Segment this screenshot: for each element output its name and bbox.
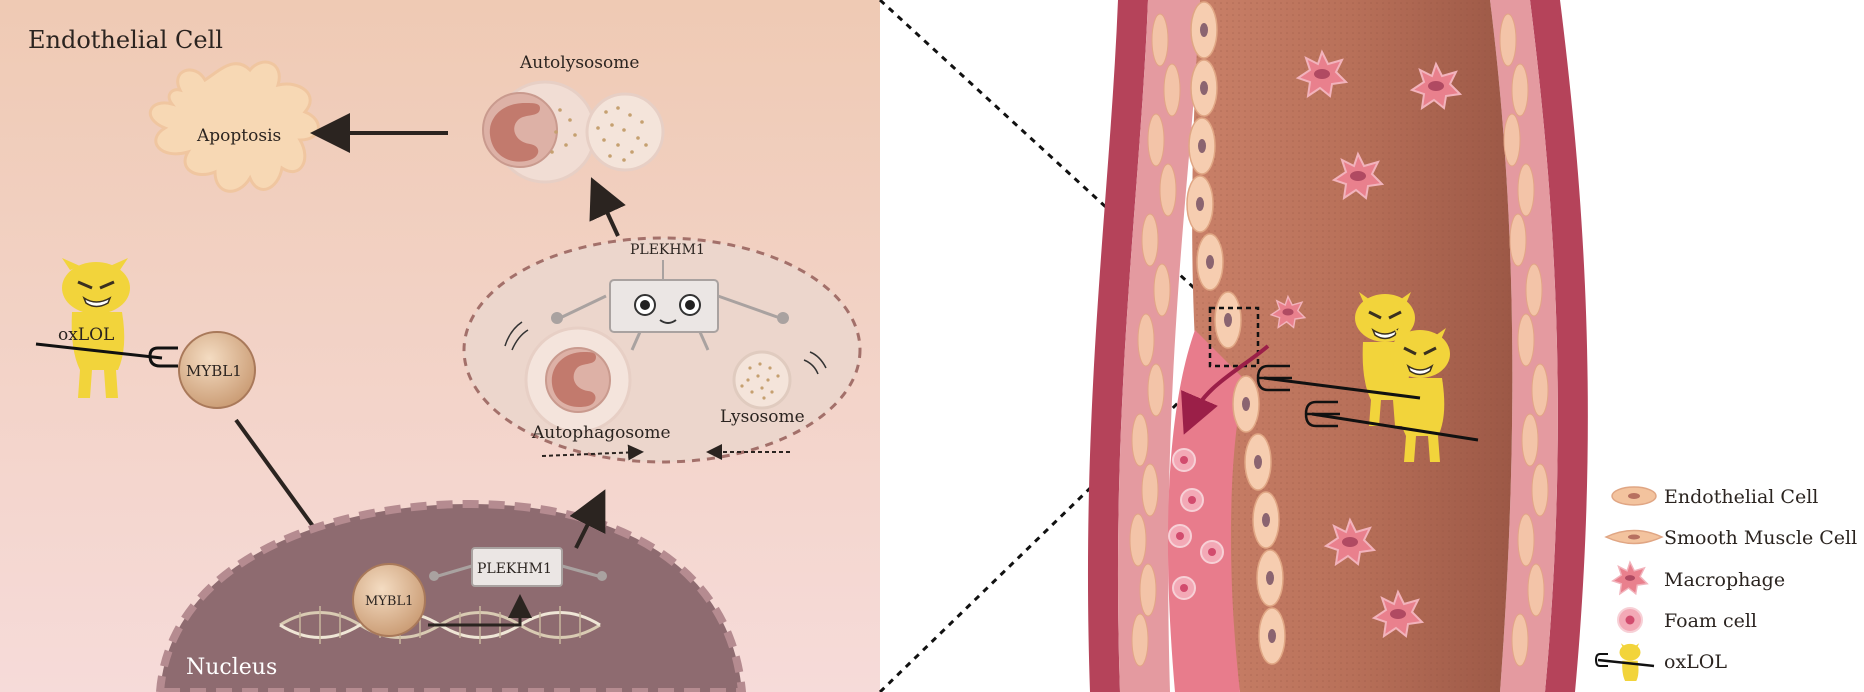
motion-mark-right <box>803 351 827 375</box>
vessel-outer-wall-right <box>1530 0 1588 692</box>
transcription-arrow <box>428 594 532 627</box>
oxlol-devil-icon <box>62 258 130 398</box>
dashed-arrow-autophagosome <box>541 444 644 461</box>
lysosome-icon <box>732 350 792 410</box>
arrow-to-autolysosome <box>589 177 626 237</box>
mybl1-cytoplasm-label: MYBL1 <box>186 362 242 380</box>
macrophages <box>1269 49 1463 639</box>
apoptosis-cell-icon <box>148 60 320 193</box>
legend-item-macrophage: Macrophage <box>1611 560 1785 596</box>
zoom-indicator-lines <box>878 0 1218 692</box>
blood-vessel-panel <box>1087 0 1588 692</box>
mybl1-nucleus-node <box>352 563 426 637</box>
endothelial-cell-panel: Endothelial Cell Apoptosis Autolysosome <box>0 0 880 692</box>
legend-label-oxlol: oxLOL <box>1664 651 1727 673</box>
oxlol-devil-icon <box>1619 643 1641 681</box>
legend-item-endothelial: Endothelial Cell <box>1611 486 1818 508</box>
legend-label-macrophage: Macrophage <box>1664 569 1785 591</box>
motion-mark-left <box>504 321 529 351</box>
oxlol-devils-vessel <box>1256 292 1479 462</box>
infiltration-arrow <box>1181 344 1270 435</box>
autophagosome-label: Autophagosome <box>531 423 671 443</box>
cell-title: Endothelial Cell <box>28 26 223 54</box>
nucleus-label: Nucleus <box>186 655 277 680</box>
autolysosome-label: Autolysosome <box>519 53 639 73</box>
autolysosome-icon <box>482 80 665 184</box>
smooth-muscle-cells-right <box>1499 13 1549 667</box>
endothelial-lining-left <box>1186 1 1286 665</box>
arrow-to-autophagy <box>569 489 606 549</box>
nucleus-shape <box>155 499 747 692</box>
legend-label-smooth-muscle: Smooth Muscle Cell <box>1664 527 1857 549</box>
zoom-box <box>1208 306 1260 368</box>
legend-item-oxlol: oxLOL <box>1594 643 1727 681</box>
legend-label-endothelial: Endothelial Cell <box>1664 486 1818 508</box>
plekhm1-label-top: PLEKHM1 <box>630 242 705 258</box>
apoptosis-label: Apoptosis <box>196 126 281 146</box>
legend: Endothelial Cell Smooth Muscle Cell Macr… <box>1594 486 1857 681</box>
oxlol-label: oxLOL <box>58 325 114 345</box>
legend-item-smooth-muscle: Smooth Muscle Cell <box>1604 527 1857 549</box>
plekhm1-nucleus-label: PLEKHM1 <box>477 561 552 577</box>
legend-item-foam-cell: Foam cell <box>1617 607 1757 633</box>
smooth-muscle-cells-left <box>1129 13 1181 667</box>
plekhm1-character-icon <box>551 260 789 351</box>
mybl1-nucleus-label: MYBL1 <box>365 594 413 609</box>
oxlol-trident-shaft <box>35 342 163 360</box>
mybl1-cytoplasm-node <box>178 331 256 409</box>
lumen-texture <box>1192 0 1513 692</box>
trident-head-icon <box>148 346 178 368</box>
legend-label-foam-cell: Foam cell <box>1664 610 1757 632</box>
plekhm1-nucleus-icon <box>429 547 607 587</box>
macrophage-icon <box>1611 560 1649 596</box>
autophagosome-icon <box>524 326 632 434</box>
foam-cell-nuclei <box>1176 456 1216 592</box>
vessel-outer-wall-left <box>1087 0 1148 692</box>
lysosome-label: Lysosome <box>720 407 805 427</box>
